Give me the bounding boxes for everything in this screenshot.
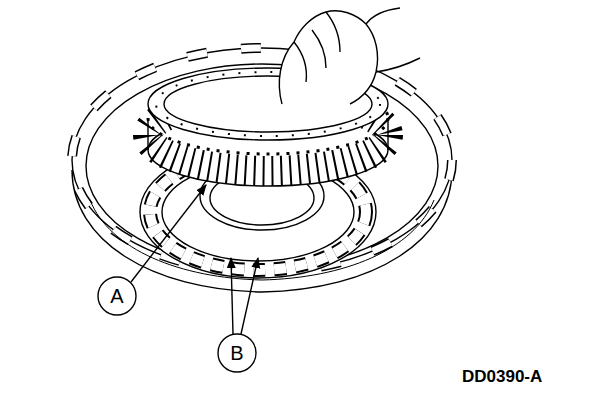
- callout-letter: A: [110, 286, 123, 306]
- callout-letter: B: [230, 343, 243, 363]
- callout-circle: B: [217, 333, 257, 373]
- callout-circle-outline: [98, 277, 136, 315]
- figure-code: DD0390-A: [462, 367, 542, 387]
- callout-circle-outline: [218, 334, 256, 372]
- callout-circle: A: [97, 276, 137, 316]
